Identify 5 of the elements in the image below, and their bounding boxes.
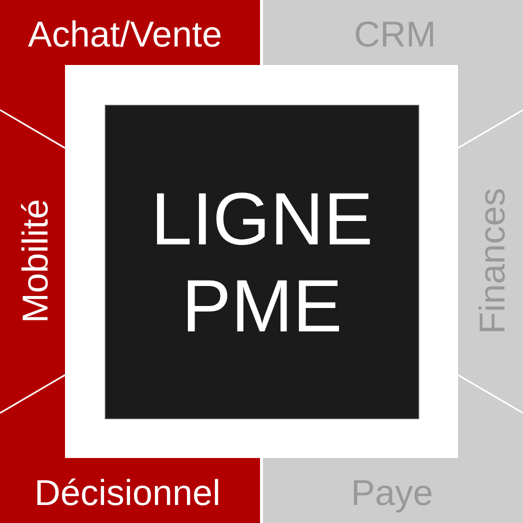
module-band: Achat/Vente — [0, 0, 262, 148]
center-square: LIGNE PME — [104, 104, 420, 420]
module-band: Décisionnel — [0, 375, 262, 523]
node-label: Mobilité — [20, 200, 48, 320]
module-band: Mobilité — [0, 110, 65, 413]
